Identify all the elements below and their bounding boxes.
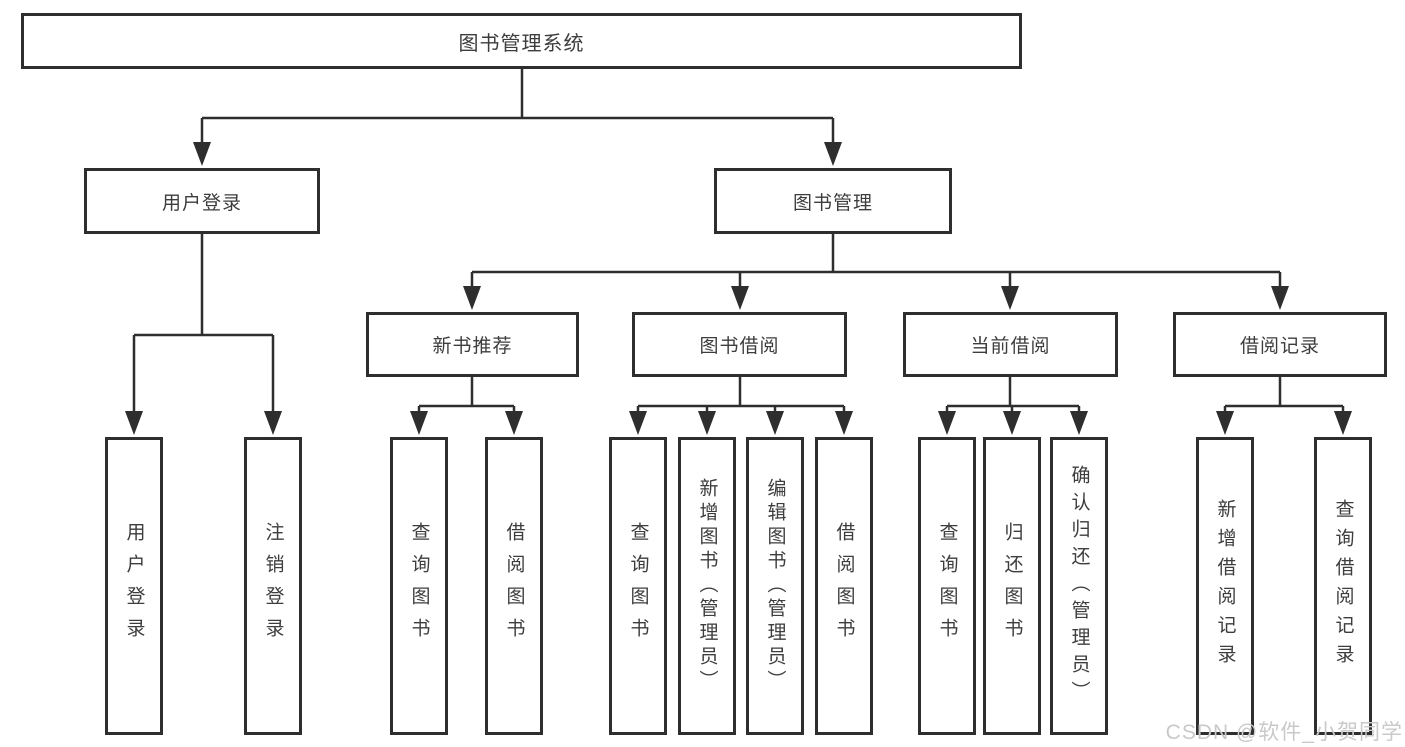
node-leaf-return-books: 归还图书 xyxy=(983,437,1041,735)
node-leaf-add-books-admin: 新增图书（管理员） xyxy=(678,437,736,735)
node-label: 查询图书 xyxy=(627,522,649,650)
node-label: 当前借阅 xyxy=(970,336,1051,357)
watermark-text: CSDN @软件_小贺同学 xyxy=(1165,721,1403,744)
node-book-management: 图书管理 xyxy=(714,168,952,234)
node-leaf-user-login: 用户登录 xyxy=(105,437,163,735)
node-library-management-system: 图书管理系统 xyxy=(21,13,1022,69)
node-user-login: 用户登录 xyxy=(84,168,320,234)
node-leaf-add-borrow-record: 新增借阅记录 xyxy=(1196,437,1254,735)
node-leaf-query-books-1: 查询图书 xyxy=(390,437,448,735)
node-label: 图书管理系统 xyxy=(458,32,585,55)
node-current-borrow: 当前借阅 xyxy=(903,312,1118,377)
edge-root-to-level2 xyxy=(193,69,842,166)
node-leaf-edit-books-admin: 编辑图书（管理员） xyxy=(746,437,804,735)
node-label: 用户登录 xyxy=(161,192,242,214)
node-label: 查询借阅记录 xyxy=(1332,499,1354,673)
edge-user-login-to-leaves xyxy=(125,234,282,435)
node-label: 图书借阅 xyxy=(699,336,780,357)
node-label: 借阅记录 xyxy=(1239,336,1320,357)
node-label: 新书推荐 xyxy=(432,336,513,357)
node-label: 编辑图书（管理员） xyxy=(764,478,786,694)
node-borrow-records: 借阅记录 xyxy=(1173,312,1387,377)
node-leaf-borrow-books-2: 借阅图书 xyxy=(815,437,873,735)
node-label: 新增图书（管理员） xyxy=(696,478,718,694)
node-label: 用户登录 xyxy=(123,522,145,650)
node-leaf-borrow-books-1: 借阅图书 xyxy=(485,437,543,735)
node-label: 查询图书 xyxy=(408,522,430,650)
node-leaf-query-borrow-record: 查询借阅记录 xyxy=(1314,437,1372,735)
node-label: 确认归还（管理员） xyxy=(1068,464,1090,708)
edge-borrow-records-to-leaves xyxy=(1216,377,1352,435)
node-label: 借阅图书 xyxy=(503,522,525,650)
node-new-book-recommend: 新书推荐 xyxy=(366,312,579,377)
edge-current-borrow-to-leaves xyxy=(938,377,1088,435)
node-leaf-confirm-return-admin: 确认归还（管理员） xyxy=(1050,437,1108,735)
edge-new-book-rec-to-leaves xyxy=(410,377,523,435)
node-book-borrow: 图书借阅 xyxy=(632,312,847,377)
node-leaf-query-books-2: 查询图书 xyxy=(609,437,667,735)
node-label: 注销登录 xyxy=(262,522,284,650)
edge-book-mgmt-to-level3 xyxy=(463,234,1289,310)
node-leaf-logout: 注销登录 xyxy=(244,437,302,735)
node-leaf-query-books-3: 查询图书 xyxy=(918,437,976,735)
node-label: 借阅图书 xyxy=(833,522,855,650)
node-label: 归还图书 xyxy=(1001,522,1023,650)
node-label: 图书管理 xyxy=(792,192,873,214)
node-label: 新增借阅记录 xyxy=(1214,499,1236,673)
node-label: 查询图书 xyxy=(936,522,958,650)
edge-book-borrow-to-leaves xyxy=(629,377,853,435)
